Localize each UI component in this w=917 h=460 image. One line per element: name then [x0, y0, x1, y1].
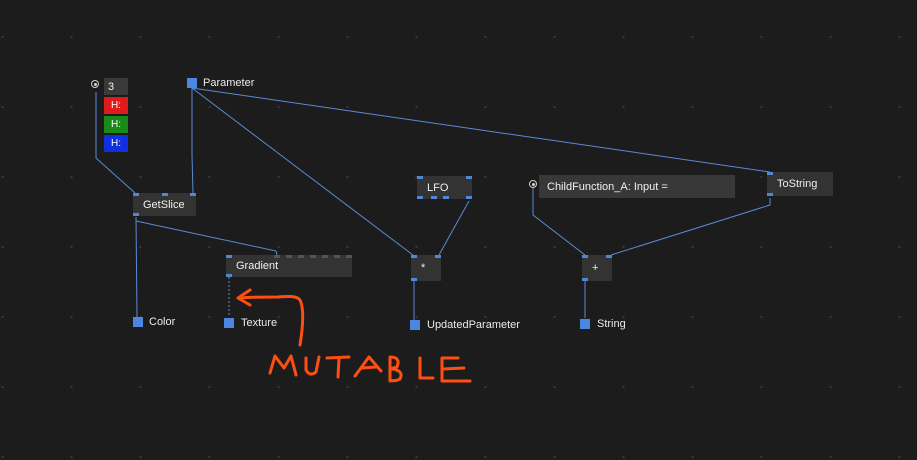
wire-parameter-to-tostring	[191, 87, 771, 173]
lfo-node[interactable]: LFO	[417, 176, 472, 199]
tostring-output-pin[interactable]	[767, 193, 773, 196]
plus-node-label: +	[592, 262, 599, 274]
iobox-color-1-label: H:	[111, 100, 121, 111]
plus-input-pin[interactable]	[606, 255, 612, 258]
iobox-radio-icon[interactable]	[91, 80, 99, 88]
lfo-output-pin[interactable]	[466, 196, 472, 199]
lfo-output-pin[interactable]	[431, 196, 437, 199]
iobox-color-2[interactable]: H:	[104, 116, 128, 133]
plus-input-pin[interactable]	[582, 255, 588, 258]
string-label: String	[597, 318, 626, 330]
texture-label: Texture	[241, 317, 278, 329]
getslice-input-pin[interactable]	[133, 193, 139, 196]
getslice-input-pin[interactable]	[190, 193, 196, 196]
getslice-node-label: GetSlice	[143, 198, 185, 211]
gradient-input-pin[interactable]	[286, 255, 292, 258]
iobox-color-1[interactable]: H:	[104, 97, 128, 114]
texture-pad[interactable]	[224, 318, 234, 328]
color-label: Color	[149, 316, 176, 328]
multiply-output-pin[interactable]	[411, 278, 417, 281]
gradient-output-pin[interactable]	[226, 274, 232, 277]
multiply-input-pin[interactable]	[411, 255, 417, 258]
multiply-input-pin[interactable]	[435, 255, 441, 258]
childfunction-input[interactable]: ChildFunction_A: Input =	[539, 175, 735, 198]
lfo-output-pin[interactable]	[417, 196, 423, 199]
gradient-input-pin[interactable]	[298, 255, 304, 258]
iobox-color-3-label: H:	[111, 138, 121, 149]
gradient-input-pin[interactable]	[226, 255, 232, 258]
annotation-handwriting	[268, 354, 472, 383]
wire-iobox-to-getslice	[95, 92, 136, 194]
lfo-node-label: LFO	[427, 181, 449, 194]
tostring-node[interactable]: ToString	[767, 172, 833, 196]
lfo-output-pin[interactable]	[443, 196, 449, 199]
wire-parameter-to-multiply	[191, 87, 414, 256]
wire-lfo-to-multiply	[438, 200, 470, 256]
plus-output-pin[interactable]	[582, 278, 588, 281]
gradient-input-pin[interactable]	[346, 255, 352, 258]
gradient-input-pin[interactable]	[334, 255, 340, 258]
tostring-input-pin[interactable]	[767, 172, 773, 175]
parameter-label: Parameter	[203, 77, 255, 89]
string-pad[interactable]	[580, 319, 590, 329]
gradient-node[interactable]: Gradient	[226, 255, 352, 277]
multiply-node-label: *	[421, 262, 426, 274]
getslice-output-pin[interactable]	[133, 213, 139, 216]
multiply-node[interactable]: *	[411, 255, 441, 281]
childfunction-input-text: ChildFunction_A: Input =	[547, 180, 668, 193]
tostring-node-label: ToString	[777, 178, 818, 190]
wire-childfunction-to-plus	[532, 188, 586, 256]
annotation-arrow	[236, 288, 305, 347]
updatedparameter-label: UpdatedParameter	[427, 319, 520, 331]
parameter-pad[interactable]	[187, 78, 197, 88]
iobox-value[interactable]: 3	[104, 78, 128, 95]
gradient-input-pin[interactable]	[322, 255, 328, 258]
iobox-value-text: 3	[108, 80, 115, 93]
lfo-input-pin[interactable]	[417, 176, 423, 179]
iobox-color-3[interactable]: H:	[104, 135, 128, 152]
wire-tostring-to-plus	[610, 198, 771, 256]
plus-node[interactable]: +	[582, 255, 612, 281]
gradient-input-pin[interactable]	[310, 255, 316, 258]
getslice-input-pin[interactable]	[162, 193, 168, 196]
childfunction-radio-icon[interactable]	[529, 180, 537, 188]
gradient-node-label: Gradient	[236, 260, 279, 272]
color-pad[interactable]	[133, 317, 143, 327]
iobox-color-2-label: H:	[111, 119, 121, 130]
wire-getslice-to-color	[135, 216, 138, 318]
lfo-input-pin[interactable]	[466, 176, 472, 179]
wire-getslice-to-gradient	[135, 220, 278, 256]
getslice-node[interactable]: GetSlice	[133, 193, 196, 216]
updatedparameter-pad[interactable]	[410, 320, 420, 330]
wire-parameter-to-getslice	[191, 88, 194, 194]
gradient-input-pin[interactable]	[274, 255, 280, 258]
